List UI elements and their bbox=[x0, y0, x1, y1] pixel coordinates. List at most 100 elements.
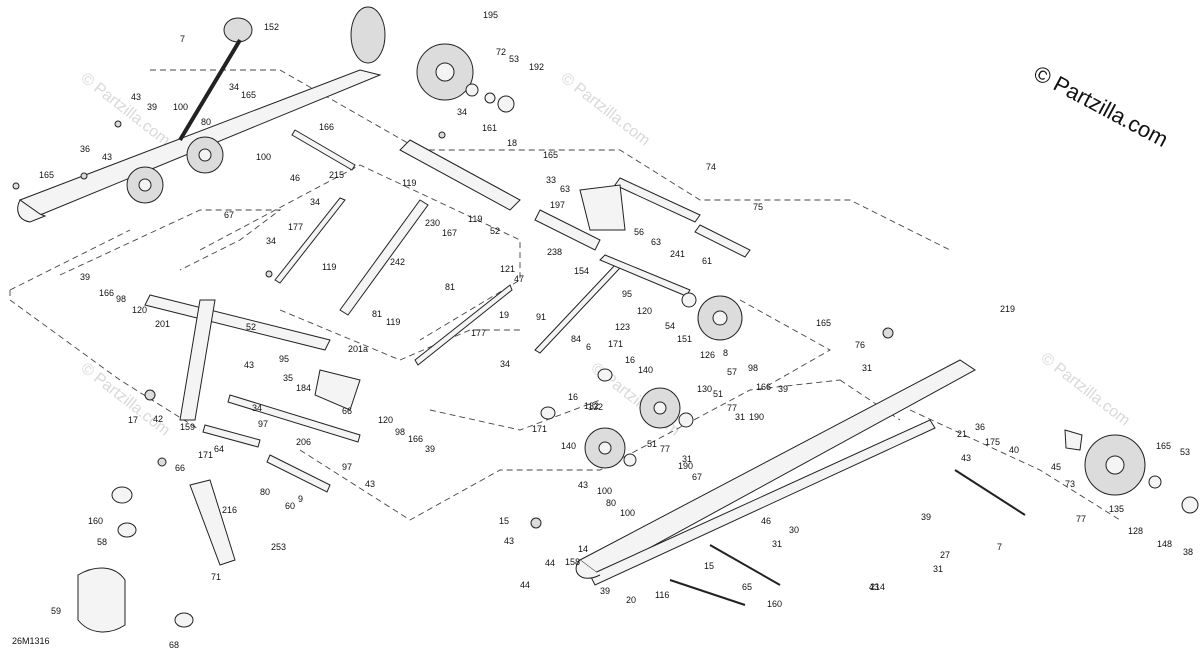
callout-label: 158 bbox=[565, 557, 580, 567]
callout-label: 34 bbox=[310, 197, 320, 207]
top-wheels bbox=[416, 43, 515, 113]
callout-label: 151 bbox=[677, 334, 692, 344]
callout-label: 59 bbox=[51, 606, 61, 616]
callout-label: 197 bbox=[550, 200, 565, 210]
callout-label: 52 bbox=[246, 322, 256, 332]
callout-label: 97 bbox=[342, 462, 352, 472]
callout-label: 171 bbox=[198, 450, 213, 460]
callout-label: 166 bbox=[408, 434, 423, 444]
callout-label: 165 bbox=[816, 318, 831, 328]
callout-label: 140 bbox=[561, 441, 576, 451]
callout-label: 80 bbox=[606, 498, 616, 508]
callout-label: 34 bbox=[229, 82, 239, 92]
callout-label: 190 bbox=[749, 412, 764, 422]
callout-label: 75 bbox=[753, 202, 763, 212]
callout-label: 44 bbox=[520, 580, 530, 590]
callout-label: 184 bbox=[296, 383, 311, 393]
callout-label: 74 bbox=[706, 162, 716, 172]
callout-label: 67 bbox=[224, 210, 234, 220]
callout-label: 97 bbox=[258, 419, 268, 429]
callout-label: 214 bbox=[870, 582, 885, 592]
shaft-64 bbox=[202, 424, 261, 448]
callout-label: 34 bbox=[266, 236, 276, 246]
callout-label: 33 bbox=[546, 175, 556, 185]
callout-label: 43 bbox=[365, 479, 375, 489]
rail-tip bbox=[17, 199, 47, 223]
callout-label: 126 bbox=[700, 350, 715, 360]
callout-label: 31 bbox=[862, 363, 872, 373]
callout-label: 152 bbox=[264, 22, 279, 32]
cap-58 bbox=[111, 486, 133, 504]
nut-marker bbox=[530, 517, 542, 529]
callout-label: 219 bbox=[1000, 304, 1015, 314]
callout-label: 31 bbox=[735, 412, 745, 422]
callout-label: 19 bbox=[499, 310, 509, 320]
callout-label: 154 bbox=[574, 266, 589, 276]
callout-label: 81 bbox=[372, 309, 382, 319]
callout-label: 34 bbox=[500, 359, 510, 369]
callout-label: 43 bbox=[244, 360, 254, 370]
callout-label: 7 bbox=[180, 34, 185, 44]
callout-label: 216 bbox=[222, 505, 237, 515]
callout-label: 100 bbox=[597, 486, 612, 496]
callout-label: 58 bbox=[97, 537, 107, 547]
shaft-215 bbox=[291, 129, 356, 171]
callout-label: 15 bbox=[704, 561, 714, 571]
assembly-outline bbox=[199, 164, 521, 341]
wheel-hub bbox=[712, 310, 728, 326]
wheel-hub bbox=[598, 441, 612, 455]
callout-label: 95 bbox=[622, 289, 632, 299]
callout-label: 171 bbox=[608, 339, 623, 349]
callout-label: 98 bbox=[748, 363, 758, 373]
axle-73 bbox=[1064, 429, 1083, 451]
bracket-201a bbox=[314, 369, 361, 411]
nut-marker bbox=[80, 172, 88, 180]
callout-label: 100 bbox=[620, 508, 635, 518]
callout-label: 100 bbox=[173, 102, 188, 112]
assembly-outline bbox=[909, 409, 1121, 521]
callout-label: 81 bbox=[445, 282, 455, 292]
callout-label: 43 bbox=[504, 536, 514, 546]
nut-marker bbox=[12, 182, 20, 190]
ring-59 bbox=[117, 522, 137, 538]
spring-154 bbox=[534, 209, 601, 251]
callout-label: 190 bbox=[678, 461, 693, 471]
callout-label: 175 bbox=[985, 437, 1000, 447]
callout-label: 121 bbox=[500, 264, 515, 274]
callout-label: 148 bbox=[1157, 539, 1172, 549]
nut-marker bbox=[438, 131, 446, 139]
shock-242 bbox=[339, 199, 429, 316]
callout-label: 38 bbox=[1183, 547, 1193, 557]
callout-label: 140 bbox=[638, 365, 653, 375]
callout-label: 77 bbox=[727, 403, 737, 413]
wheel-hub bbox=[435, 62, 455, 82]
callout-label: 120 bbox=[132, 305, 147, 315]
wheel-hub bbox=[1105, 455, 1125, 475]
nut-marker bbox=[144, 389, 156, 401]
callout-label: 51 bbox=[713, 389, 723, 399]
center-shafts bbox=[274, 129, 751, 366]
callout-label: 120 bbox=[637, 306, 652, 316]
callout-label: 7 bbox=[997, 542, 1002, 552]
callout-label: 215 bbox=[329, 170, 344, 180]
wheel-hub bbox=[653, 401, 667, 415]
right-lower-rail bbox=[575, 359, 1199, 606]
arm-201 bbox=[144, 294, 331, 351]
callout-label: 63 bbox=[560, 184, 570, 194]
assembly-outline bbox=[9, 229, 201, 431]
cap-192 bbox=[497, 95, 515, 113]
cap-171 bbox=[1181, 496, 1199, 514]
callout-label: 91 bbox=[536, 312, 546, 322]
callout-label: 159 bbox=[180, 422, 195, 432]
rod-177 bbox=[274, 197, 346, 284]
callout-label: 42 bbox=[153, 414, 163, 424]
callout-label: 35 bbox=[283, 373, 293, 383]
callout-label: 230 bbox=[425, 218, 440, 228]
callout-label: 119 bbox=[402, 178, 416, 188]
callout-label: 43 bbox=[578, 480, 588, 490]
shock-253 bbox=[189, 479, 236, 566]
fastener-markers bbox=[12, 120, 894, 529]
callout-label: 160 bbox=[767, 599, 782, 609]
callout-label: 15 bbox=[499, 516, 509, 526]
clip-71 bbox=[174, 612, 194, 628]
